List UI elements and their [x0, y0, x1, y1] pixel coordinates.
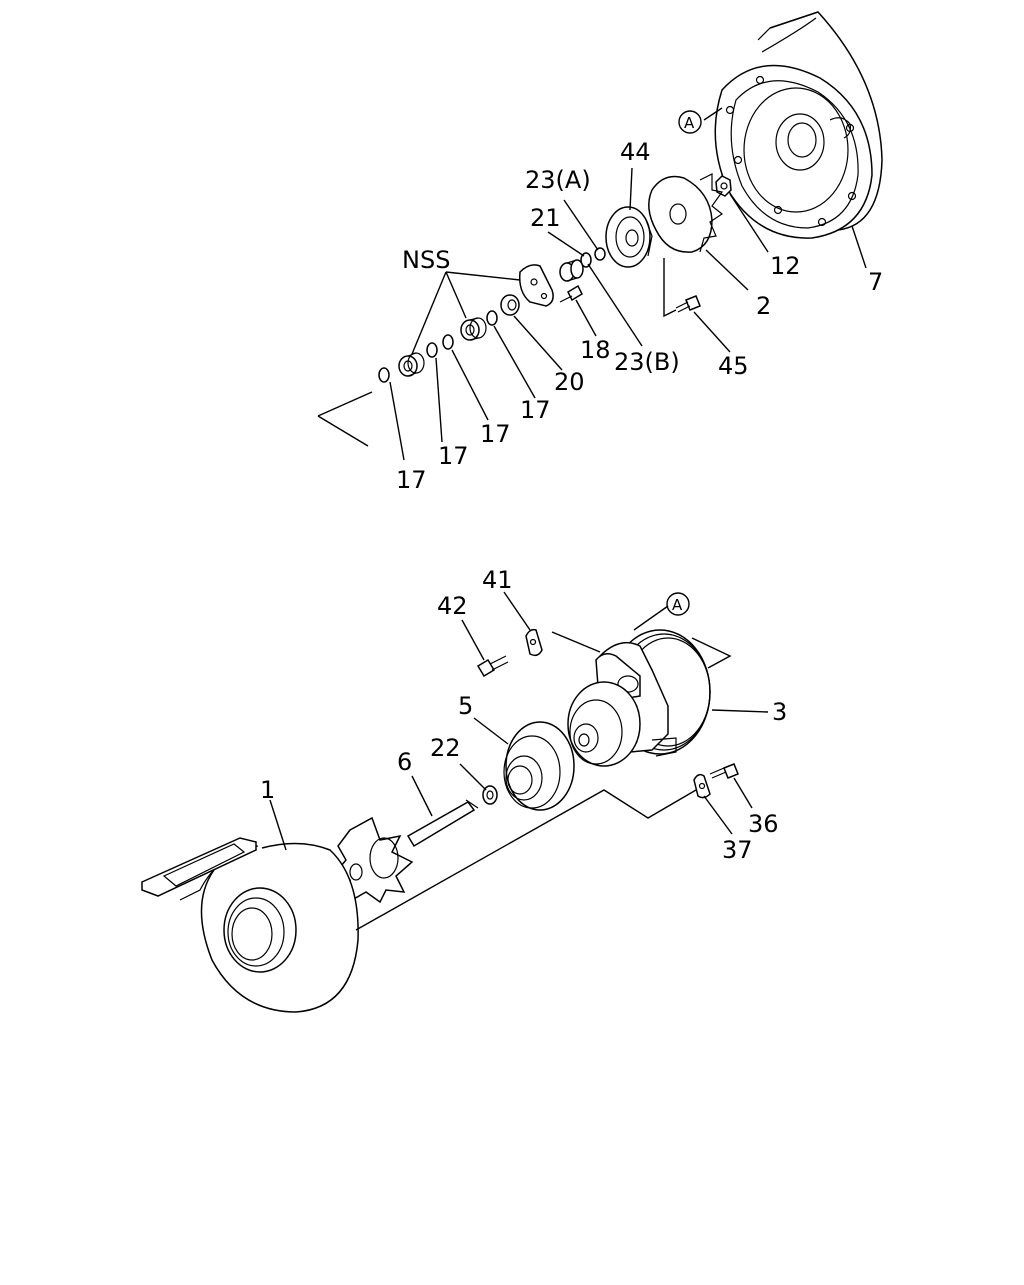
label-20: 20	[554, 368, 585, 396]
ring-23a	[594, 247, 606, 261]
label-23a: 23(A)	[525, 166, 591, 194]
thrust-bearing	[518, 264, 554, 307]
thrust-collar	[559, 259, 584, 282]
label-22: 22	[430, 734, 461, 762]
label-17: 17	[480, 420, 511, 448]
label-3: 3	[772, 698, 787, 726]
leader-lines-top	[389, 107, 867, 461]
seal-plate	[605, 206, 653, 268]
compressor-cover	[714, 11, 883, 239]
label-17: 17	[438, 442, 469, 470]
reference-a-top: A	[678, 110, 702, 134]
center-housing	[567, 629, 711, 767]
heat-shroud	[503, 721, 575, 811]
label-37: 37	[722, 836, 753, 864]
screw-18	[559, 284, 583, 303]
assembly-lines-top	[317, 258, 677, 447]
lock-plate	[693, 773, 711, 799]
oil-deflector	[500, 294, 520, 316]
label-nss: NSS	[402, 246, 450, 274]
piston-ring	[482, 785, 498, 805]
snap-ring	[378, 367, 390, 383]
bolt-42	[476, 655, 509, 678]
label-23b: 23(B)	[614, 348, 680, 376]
bolt-36	[709, 763, 739, 779]
label-6: 6	[397, 748, 412, 776]
label-12: 12	[770, 252, 801, 280]
label-42: 42	[437, 592, 468, 620]
bolt-45	[675, 295, 701, 313]
label-45: 45	[718, 352, 749, 380]
compressor-wheel	[648, 173, 724, 253]
leader-lines-bottom	[269, 591, 769, 851]
lock-plate	[525, 628, 543, 657]
journal-bearing	[460, 317, 487, 341]
snap-ring	[426, 342, 438, 358]
reference-a-bottom: A	[666, 592, 690, 616]
assembly-lines-bottom	[355, 631, 732, 931]
label-41: 41	[482, 566, 513, 594]
label-7: 7	[868, 268, 883, 296]
snap-ring	[442, 334, 454, 350]
label-17: 17	[396, 466, 427, 494]
label-17: 17	[520, 396, 551, 424]
label-21: 21	[530, 204, 561, 232]
label-2: 2	[756, 292, 771, 320]
svg-text:A: A	[684, 114, 695, 132]
label-1: 1	[260, 776, 275, 804]
label-36: 36	[748, 810, 779, 838]
snap-ring	[486, 310, 498, 326]
label-44: 44	[620, 138, 651, 166]
nut	[715, 175, 732, 197]
svg-text:A: A	[672, 596, 683, 614]
label-18: 18	[580, 336, 611, 364]
turbine-housing	[141, 837, 359, 1013]
label-5: 5	[458, 692, 473, 720]
journal-bearing	[398, 352, 425, 377]
turbine-shaft	[334, 799, 479, 904]
